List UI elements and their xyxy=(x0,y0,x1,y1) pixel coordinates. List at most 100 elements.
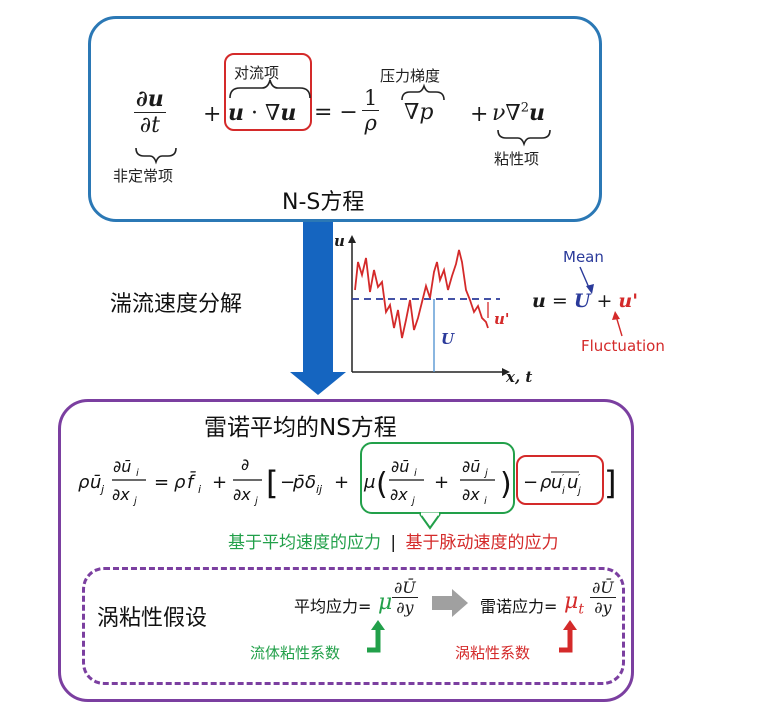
svg-text:(: ( xyxy=(376,467,388,502)
fluct-stress-box xyxy=(516,455,604,505)
convection-term: u · ∇u xyxy=(228,100,297,126)
ns-equation-box xyxy=(88,16,602,222)
eddy-visc-pointer xyxy=(559,628,573,653)
svg-text:f̄: f̄ xyxy=(187,471,196,493)
svg-text:∂x: ∂x xyxy=(112,485,130,504)
unsteady-label: 非定常项 xyxy=(113,167,174,185)
mean-stress-legend: 基于平均速度的应力 xyxy=(228,533,381,553)
viscous-underbrace xyxy=(497,129,551,147)
svg-text:δ: δ xyxy=(305,472,316,493)
pressure-gradient-label: 压力梯度 xyxy=(380,67,441,85)
svg-text:∂ū: ∂ū xyxy=(462,457,480,476)
svg-text:′: ′ xyxy=(562,473,565,484)
svg-text:∂x: ∂x xyxy=(462,485,480,504)
ns-unsteady-term: ∂u ∂t xyxy=(134,86,166,138)
svg-text:j: j xyxy=(132,496,137,507)
decomposition-equation: u = U + u' xyxy=(532,290,639,312)
x-axis-arrowhead xyxy=(502,368,510,376)
mu-t-symbol: μt xyxy=(564,589,584,618)
svg-text:i: i xyxy=(198,483,201,496)
reynolds-stress-fraction: ∂Ū ∂y xyxy=(590,578,616,617)
plot-fluct-label: u' xyxy=(494,310,510,328)
svg-text:): ) xyxy=(500,467,512,502)
svg-text:=: = xyxy=(154,472,169,493)
fluct-stress-legend: 基于脉动速度的应力 xyxy=(405,533,559,553)
plot-y-label: u xyxy=(334,232,345,250)
mean-stress-label: 平均应力= xyxy=(294,597,372,616)
svg-text:i: i xyxy=(484,496,487,507)
plus-sign-2: + xyxy=(470,102,489,127)
svg-text:j: j xyxy=(99,483,105,496)
svg-text:ρ: ρ xyxy=(540,472,552,493)
grad-p-term: ∇p xyxy=(404,100,434,125)
convection-overbrace xyxy=(229,79,311,99)
stress-legend: 基于平均速度的应力 | 基于脉动速度的应力 xyxy=(228,528,559,553)
svg-text:ij: ij xyxy=(316,483,323,496)
svg-text:j: j xyxy=(253,496,258,507)
legend-separator: | xyxy=(390,533,397,553)
mean-stress-brace xyxy=(419,513,441,530)
viscous-term: ν∇2u xyxy=(492,100,546,126)
rans-title: 雷诺平均的NS方程 xyxy=(204,415,397,441)
mean-label: Mean xyxy=(563,248,604,266)
equals-minus: = − xyxy=(314,100,358,125)
svg-text:+: + xyxy=(212,472,227,493)
plot-x-label: x, t xyxy=(506,368,533,386)
svg-text:i: i xyxy=(414,468,417,479)
convection-term-box xyxy=(224,53,312,131)
svg-text:+: + xyxy=(434,472,449,493)
svg-text:∂x: ∂x xyxy=(390,485,408,504)
svg-text:μ: μ xyxy=(363,472,375,493)
mu-symbol: μ xyxy=(378,590,393,615)
svg-text:j: j xyxy=(483,468,488,479)
svg-text:∂ū: ∂ū xyxy=(113,457,131,476)
svg-text:i: i xyxy=(136,468,139,479)
one-over-rho: 1 ρ xyxy=(362,86,380,135)
eddy-viscosity-label: 涡粘性系数 xyxy=(455,644,531,662)
hypothesis-title: 涡粘性假设 xyxy=(97,606,208,631)
plot-mean-label: U xyxy=(441,330,455,348)
decomposition-label: 湍流速度分解 xyxy=(110,292,243,317)
svg-text:[: [ xyxy=(266,464,278,502)
svg-text:u: u xyxy=(567,472,578,493)
svg-text:−: − xyxy=(523,472,538,493)
du-symbol: ∂u xyxy=(136,86,164,112)
fluid-viscosity-label: 流体粘性系数 xyxy=(250,644,341,662)
svg-text:u: u xyxy=(551,472,562,493)
ns-title: N-S方程 xyxy=(282,190,365,215)
svg-text:ū: ū xyxy=(90,472,101,493)
svg-text:−: − xyxy=(280,472,295,493)
svg-text:′: ′ xyxy=(578,473,581,484)
svg-text:j: j xyxy=(576,486,581,497)
unsteady-underbrace xyxy=(135,147,177,165)
svg-text:p̄: p̄ xyxy=(292,472,304,493)
svg-text:ρ: ρ xyxy=(174,472,186,493)
pressure-overbrace xyxy=(401,83,445,101)
fluid-visc-pointer xyxy=(367,628,381,653)
convection-label: 对流项 xyxy=(234,64,280,82)
mean-stress-fraction: ∂Ū ∂y xyxy=(392,578,418,617)
dt-symbol: ∂t xyxy=(139,113,160,138)
plus-sign-1: + xyxy=(203,102,222,127)
svg-text:j: j xyxy=(410,496,415,507)
velocity-signal xyxy=(354,249,489,339)
svg-text:∂ū: ∂ū xyxy=(391,457,409,476)
svg-text:∂: ∂ xyxy=(241,455,249,474)
y-axis-arrowhead xyxy=(348,235,356,243)
svg-text:i: i xyxy=(562,486,565,497)
eddy-viscosity-box xyxy=(82,567,625,685)
reynolds-stress-label: 雷诺应力= xyxy=(480,597,558,616)
viscous-label: 粘性项 xyxy=(494,150,540,168)
fluctuation-label: Fluctuation xyxy=(581,337,665,355)
svg-text:]: ] xyxy=(604,464,616,502)
svg-text:∂x: ∂x xyxy=(233,485,251,504)
rans-equation-box xyxy=(58,399,634,702)
svg-text:+: + xyxy=(334,472,349,493)
